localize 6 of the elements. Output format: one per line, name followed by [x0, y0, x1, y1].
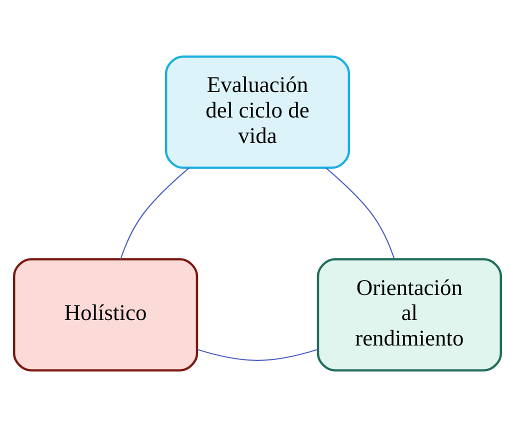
connector	[325, 166, 395, 259]
node-box: Evaluación del ciclo de vida	[164, 55, 350, 168]
connector	[197, 348, 318, 360]
connector	[120, 166, 190, 259]
node-box: Orientación al rendimiento	[316, 258, 502, 371]
node-box: Holístico	[12, 258, 198, 371]
